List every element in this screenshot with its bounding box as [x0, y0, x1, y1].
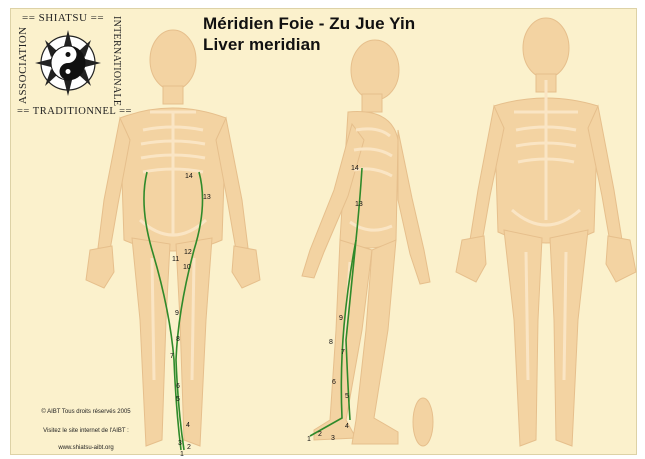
front-point-1: 1 [180, 451, 184, 458]
front-head [150, 30, 196, 90]
side-point-14: 14 [351, 165, 359, 172]
page-title: Méridien Foie - Zu Jue Yin [203, 14, 415, 34]
footer-website-link[interactable]: www.shiatsu-aibt.org [16, 445, 156, 451]
front-point-14: 14 [185, 173, 193, 180]
back-right-leg [504, 230, 542, 446]
page-subtitle: Liver meridian [203, 35, 321, 55]
side-point-6: 6 [332, 379, 336, 386]
front-point-12: 12 [184, 249, 192, 256]
front-point-11: 11 [172, 256, 179, 263]
side-point-9: 9 [339, 315, 343, 322]
side-point-8: 8 [329, 339, 333, 346]
side-head [351, 40, 399, 100]
back-head [523, 18, 569, 78]
front-point-6: 6 [176, 383, 180, 390]
front-point-13: 13 [203, 194, 211, 201]
side-back-arm [398, 130, 430, 284]
side-point-7: 7 [341, 349, 345, 356]
aibt-logo: ASSOCIATION INTERNATIONALE [17, 16, 122, 106]
footer-copyright: © AIBT Tous droits réservés 2005 [16, 409, 156, 415]
front-neck [163, 86, 183, 104]
side-point-5: 5 [345, 393, 349, 400]
back-right-hand [456, 236, 486, 282]
front-point-8: 8 [176, 336, 180, 343]
side-point-13: 13 [355, 201, 363, 208]
front-point-3: 3 [178, 440, 182, 447]
side-point-4: 4 [345, 423, 349, 430]
side-point-1: 1 [307, 436, 311, 443]
footer-visit-text: Visitez le site internet de l'AIBT : [16, 428, 156, 434]
logo-text-right: INTERNATIONALE [111, 16, 122, 106]
logo-text-bottom: == TRADITIONNEL == [17, 106, 132, 117]
side-point-3: 3 [331, 435, 335, 442]
side-point-2: 2 [318, 431, 322, 438]
back-left-hand [606, 236, 636, 282]
logo-text-left: ASSOCIATION [17, 26, 29, 104]
side-figure [302, 40, 430, 444]
side-neck [362, 94, 382, 112]
back-left-leg [550, 230, 588, 446]
front-point-4: 4 [186, 422, 190, 429]
front-point-7: 7 [170, 353, 174, 360]
front-point-10: 10 [183, 264, 191, 271]
front-left-hand [232, 246, 260, 288]
front-point-5: 5 [176, 396, 180, 403]
front-point-9: 9 [175, 310, 179, 317]
front-point-2: 2 [187, 444, 191, 451]
foot-sole [413, 398, 433, 446]
logo-text-top: == SHIATSU == [22, 12, 104, 24]
yin-yang-icon [51, 46, 85, 80]
front-right-hand [86, 246, 114, 288]
